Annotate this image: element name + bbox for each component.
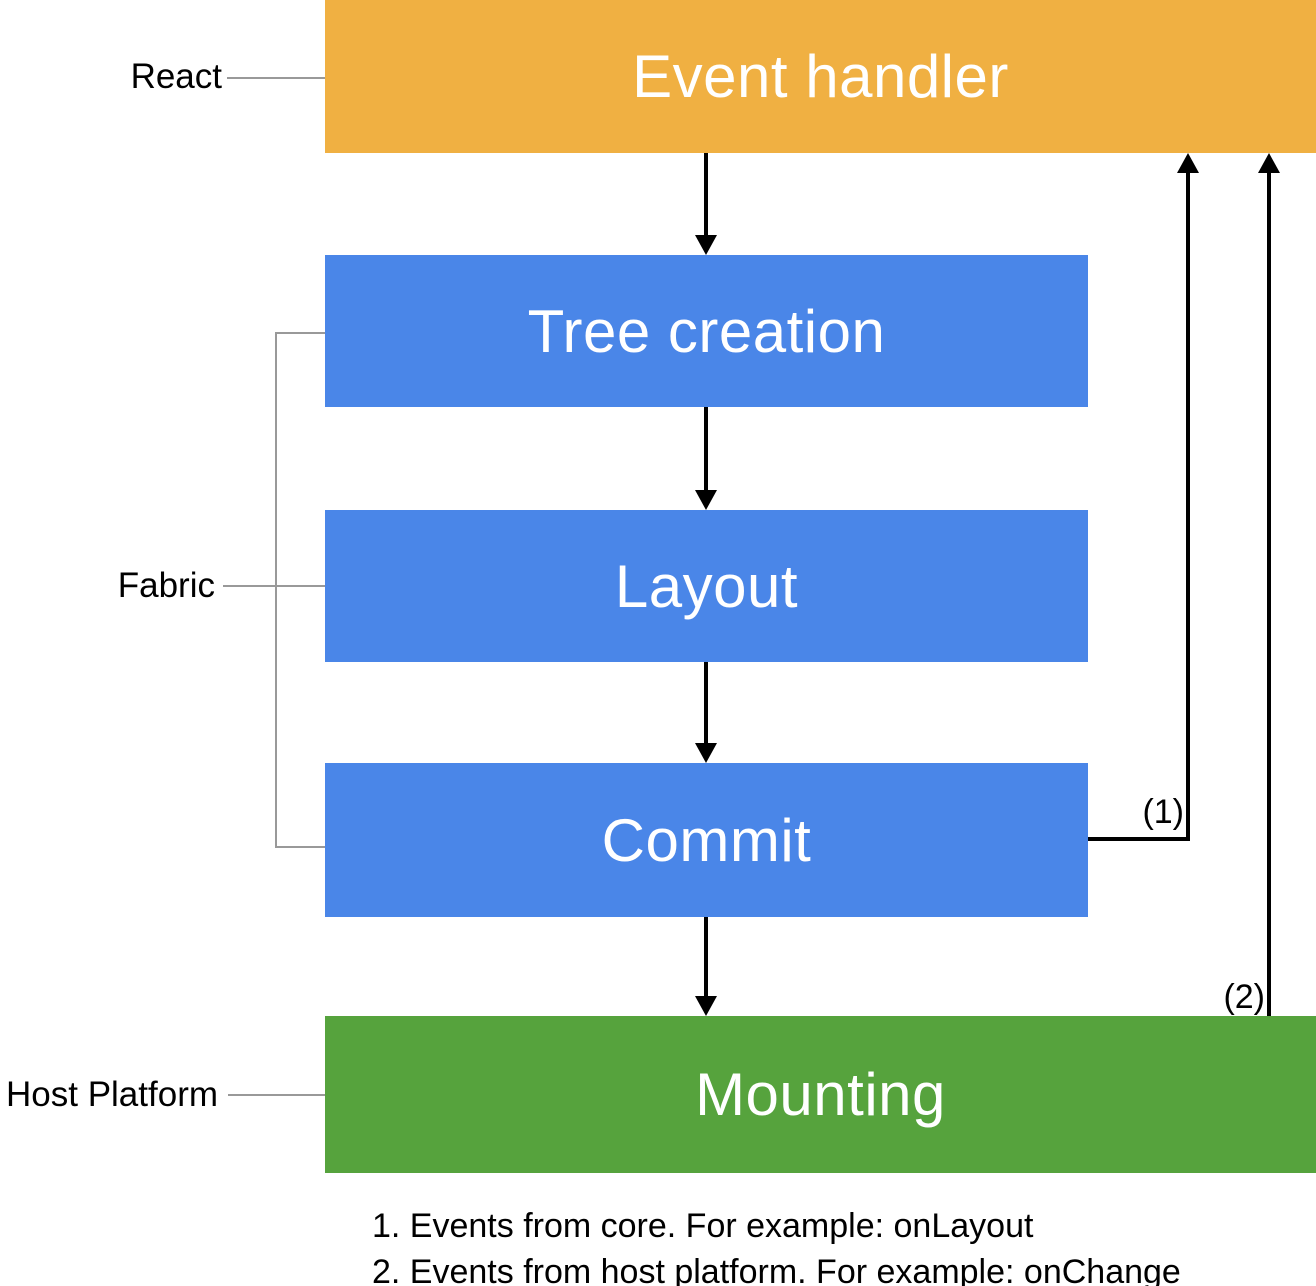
commit-box: Commit	[325, 763, 1088, 917]
react-label: React	[130, 57, 222, 96]
arrow-feedback-1-to-event-handler	[1177, 153, 1199, 841]
feedback-arrow-2-label: (2)	[1223, 978, 1265, 1016]
arrow-shaft	[704, 917, 708, 998]
arrow-down-head-icon	[695, 743, 717, 763]
fabric-bracket-vertical-line	[275, 332, 277, 848]
arrow-down-head-icon	[695, 996, 717, 1016]
footnotes: 1. Events from core. For example: onLayo…	[372, 1203, 1181, 1286]
arrow-tree-to-layout	[695, 407, 717, 510]
layout-label: Layout	[614, 552, 799, 620]
arrow-shaft	[1186, 171, 1190, 841]
arrow-shaft	[1267, 171, 1271, 1016]
fabric-label: Fabric	[117, 566, 215, 605]
arrow-shaft	[704, 407, 708, 492]
arrow-layout-to-commit	[695, 662, 717, 763]
react-connector-line	[227, 77, 325, 79]
fabric-connector-line	[223, 585, 325, 587]
fabric-bracket-bottom-stub	[275, 846, 325, 848]
arrow-up-head-icon	[1177, 153, 1199, 173]
feedback-arrow-1-label: (1)	[1142, 793, 1184, 831]
mounting-box: Mounting	[325, 1016, 1316, 1173]
arrow-event-to-tree	[695, 153, 717, 255]
footnote-2: 2. Events from host platform. For exampl…	[372, 1253, 1181, 1286]
arrow-commit-feedback-horizontal	[1088, 837, 1190, 841]
arrow-shaft	[704, 153, 708, 237]
mounting-label: Mounting	[695, 1061, 946, 1128]
tree-creation-box: Tree creation	[325, 255, 1088, 407]
event-handler-box: Event handler	[325, 0, 1316, 153]
arrow-up-head-icon	[1258, 153, 1280, 173]
commit-label: Commit	[601, 806, 812, 874]
event-handler-label: Event handler	[632, 43, 1009, 110]
tree-creation-label: Tree creation	[527, 297, 886, 365]
arrow-feedback-2-to-event-handler	[1258, 153, 1280, 1016]
arrow-shaft	[704, 662, 708, 745]
arrow-down-head-icon	[695, 490, 717, 510]
footnote-1: 1. Events from core. For example: onLayo…	[372, 1207, 1034, 1245]
host-platform-connector-line	[228, 1094, 325, 1096]
arrow-commit-to-mounting	[695, 917, 717, 1016]
fabric-bracket-top-stub	[275, 332, 325, 334]
arrow-down-head-icon	[695, 235, 717, 255]
layout-box: Layout	[325, 510, 1088, 662]
host-platform-label: Host Platform	[6, 1075, 218, 1114]
